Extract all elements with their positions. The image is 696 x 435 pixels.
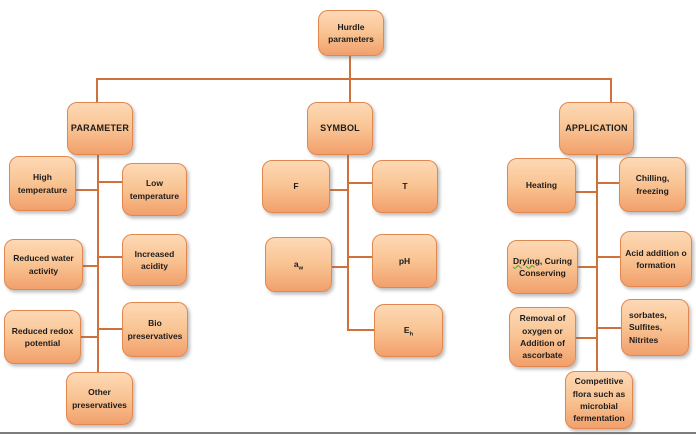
- connector: [347, 329, 375, 331]
- node-competitive-flora: Competitive flora such as microbial ferm…: [565, 371, 633, 429]
- connector: [96, 78, 98, 103]
- node-low-temperature: Low temperature: [122, 163, 187, 216]
- connector: [98, 181, 123, 183]
- connector: [98, 256, 123, 258]
- node-symbol-f: F: [262, 160, 330, 213]
- connector: [82, 265, 98, 267]
- node-sorbates-sulfites-nitrites: sorbates, Sulfites, Nitrites: [621, 299, 689, 356]
- connector: [598, 182, 620, 184]
- connector: [576, 191, 596, 193]
- connector: [330, 189, 347, 191]
- node-drying-curing-conserving: Drying, Curing Conserving: [507, 240, 578, 294]
- node-high-temperature: High temperature: [9, 156, 76, 211]
- node-symbol-header: SYMBOL: [307, 102, 373, 155]
- connector: [578, 266, 596, 268]
- node-acid-addition: Acid addition o formation: [620, 231, 692, 287]
- node-removal-oxygen-ascorbate: Removal of oxygen or Addition of ascorba…: [509, 307, 576, 367]
- connector: [96, 78, 612, 80]
- symbol-ph-label: pH: [398, 255, 411, 266]
- connector: [349, 256, 373, 258]
- connector: [332, 266, 347, 268]
- node-chilling-freezing: Chilling, freezing: [619, 157, 686, 212]
- node-application-header: APPLICATION: [559, 102, 634, 155]
- symbol-t-label: T: [402, 181, 408, 192]
- connector: [80, 336, 98, 338]
- node-increased-acidity: Increased acidity: [122, 234, 187, 286]
- connector: [576, 337, 596, 339]
- node-symbol-eh: Eh: [374, 304, 443, 357]
- symbol-eh-label: Eh: [403, 325, 414, 339]
- node-symbol-ph: pH: [372, 234, 437, 288]
- symbol-f-label: F: [293, 181, 299, 192]
- node-parameter-header: PARAMETER: [67, 102, 133, 155]
- connector: [97, 155, 99, 373]
- connector: [610, 78, 612, 103]
- symbol-aw-label: aw: [293, 259, 304, 273]
- connector: [349, 182, 373, 184]
- connector: [596, 155, 598, 372]
- node-reduced-redox-potential: Reduced redox potential: [4, 310, 81, 364]
- connector: [598, 256, 621, 258]
- connector: [347, 155, 349, 331]
- connector: [76, 189, 98, 191]
- connector: [349, 78, 351, 103]
- node-symbol-aw: aw: [265, 237, 332, 292]
- node-bio-preservatives: Bio preservatives: [122, 302, 188, 357]
- connector: [349, 56, 351, 79]
- drying-label: Drying, Curing Conserving: [512, 255, 573, 278]
- node-other-preservatives: Other preservatives: [66, 372, 133, 425]
- node-symbol-t: T: [372, 160, 438, 213]
- node-hurdle-parameters: Hurdle parameters: [318, 10, 384, 56]
- connector: [598, 327, 622, 329]
- connector: [98, 328, 123, 330]
- node-heating: Heating: [507, 158, 576, 213]
- page-edge-line: [0, 432, 696, 434]
- node-reduced-water-activity: Reduced water activity: [4, 239, 83, 290]
